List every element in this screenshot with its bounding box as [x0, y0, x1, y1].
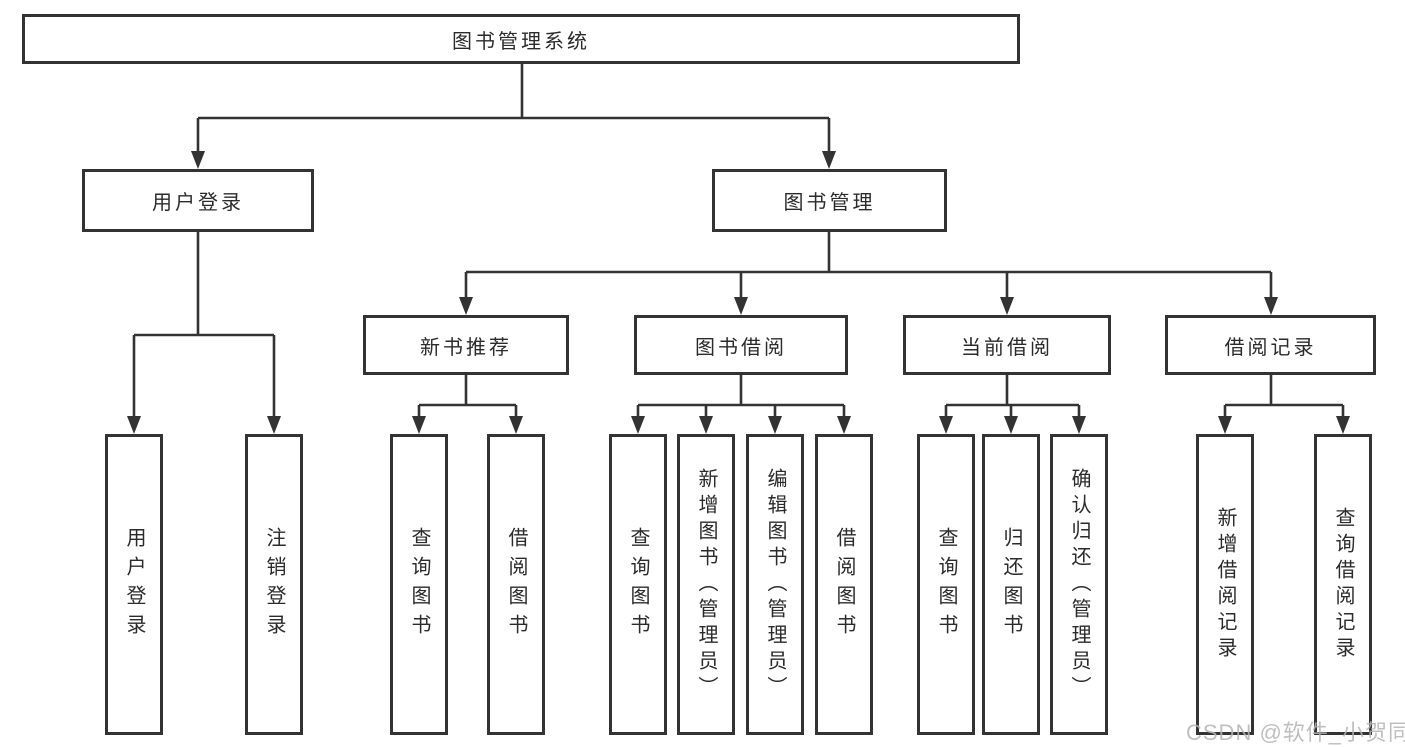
- leaf-logout: 注销登录: [245, 434, 303, 735]
- node-current-borrowing-label: 当前借阅: [961, 336, 1053, 359]
- node-book-borrowing: 图书借阅: [634, 315, 848, 375]
- node-user-login-label: 用户登录: [152, 192, 244, 214]
- leaf-edit-book-admin: 编辑图书（管理员）: [746, 434, 804, 735]
- leaf-return-book: 归还图书: [982, 434, 1040, 735]
- node-root-system: 图书管理系统: [22, 14, 1020, 64]
- node-borrow-records-label: 借阅记录: [1224, 336, 1317, 359]
- node-user-login: 用户登录: [82, 169, 314, 232]
- leaf-add-borrow-record: 新增借阅记录: [1196, 434, 1254, 735]
- node-root-label: 图书管理系统: [452, 30, 590, 53]
- leaf-add-book-admin: 新增图书（管理员）: [677, 434, 735, 735]
- leaf-rec-borrow-book: 借阅图书: [487, 434, 545, 735]
- leaf-current-query-book: 查询图书: [917, 434, 975, 735]
- node-current-borrowing: 当前借阅: [903, 315, 1111, 375]
- leaf-rec-query-book: 查询图书: [390, 434, 448, 735]
- csdn-watermark: CSDN @软件_小贺同学: [1186, 720, 1405, 745]
- node-new-book-recommend-label: 新书推荐: [420, 336, 512, 359]
- node-book-management: 图书管理: [712, 169, 947, 232]
- leaf-confirm-return-admin: 确认归还（管理员）: [1050, 434, 1108, 735]
- leaf-query-borrow-record: 查询借阅记录: [1314, 434, 1372, 735]
- leaf-borrow-book: 借阅图书: [815, 434, 873, 735]
- leaf-borrow-query-book: 查询图书: [609, 434, 667, 735]
- node-new-book-recommend: 新书推荐: [363, 315, 569, 375]
- node-book-borrowing-label: 图书借阅: [695, 336, 787, 359]
- node-book-management-label: 图书管理: [783, 192, 876, 214]
- leaf-user-login: 用户登录: [105, 434, 163, 735]
- node-borrow-records: 借阅记录: [1165, 315, 1376, 375]
